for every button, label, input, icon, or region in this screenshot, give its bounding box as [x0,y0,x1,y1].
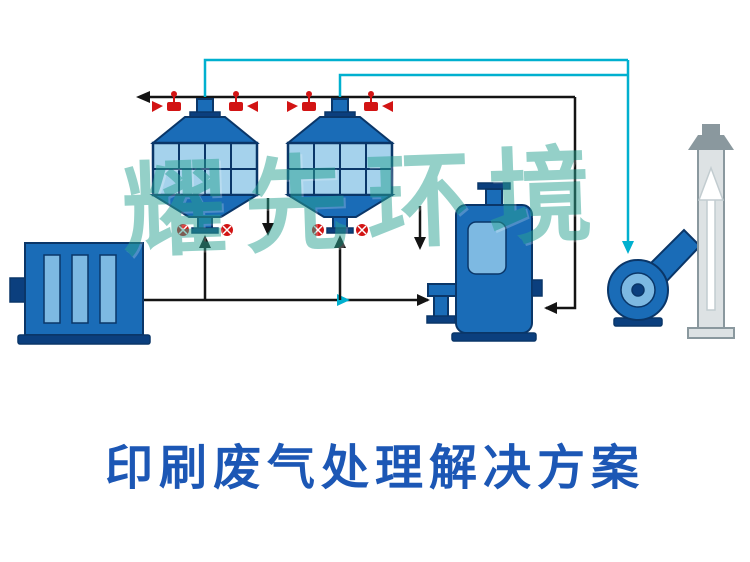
filter-cell [71,254,89,324]
centrifugal-fan [607,228,702,327]
arrow-up-icon [334,235,346,248]
treatment-vessel [426,182,543,342]
arrow-down-icon [622,241,634,254]
filter-cell [99,254,117,324]
chimney-base [687,327,735,339]
filter-box-base [17,334,151,345]
up-arrow-shaft [706,197,716,311]
arrow-right-icon [417,294,430,306]
arrow-up-icon [199,235,211,248]
vessel-window [467,221,507,275]
vessel-drop-pipe [433,295,449,319]
fan-hub [631,283,645,297]
tower2-outlet-line [338,73,628,97]
chimney-cap [688,135,734,150]
up-arrow-icon [697,165,725,201]
vessel-side-pipe [427,283,459,297]
arrow-left-icon [136,91,150,103]
vessel-side-nozzle [531,279,543,297]
right-down-line [546,97,577,310]
flow-lines [136,58,634,314]
diagram-title: 印刷废气处理解决方案 [104,440,645,496]
vessel-base [451,332,537,342]
arrow-down-icon [414,237,426,250]
tower1-outlet-line [203,58,628,97]
arrow-left-icon [544,302,557,314]
adsorption-tower-1 [150,89,260,238]
chimney-cap-top [702,124,720,135]
adsorption-tower-2 [285,89,395,238]
arrow-down-icon [262,223,274,236]
filter-cell [43,254,61,324]
pre-filter-unit [9,242,151,345]
inlet-flange [9,277,27,303]
exhaust-chimney [687,124,735,339]
vessel-pipe-flange [426,315,456,324]
